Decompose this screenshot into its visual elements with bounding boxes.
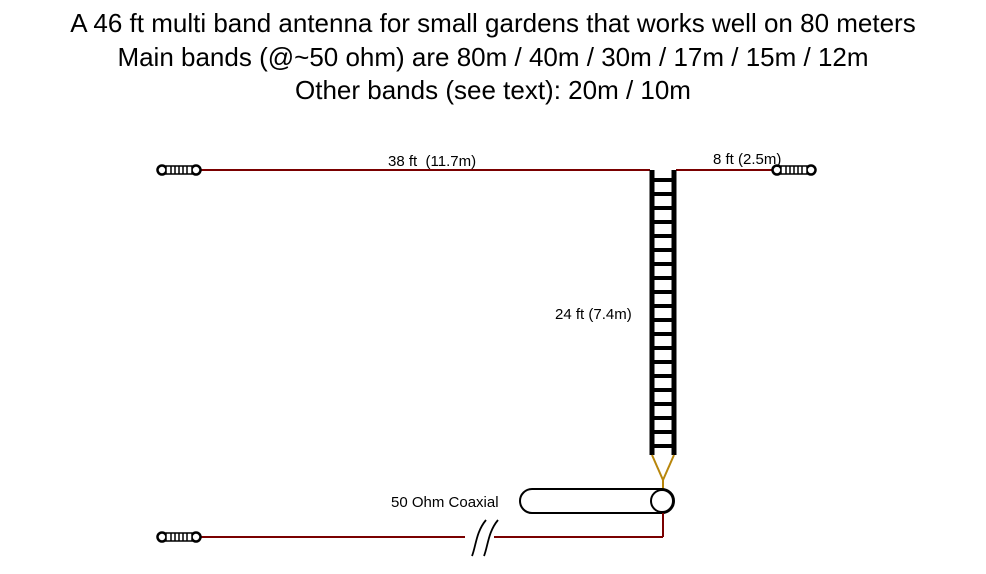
ladder-line [649,170,677,455]
bottom-insulator [156,531,202,543]
coax-cable [519,488,675,514]
left-insulator [156,164,202,176]
ladder-line-label: 24 ft (7.4m) [555,306,632,323]
wire-break-symbol [471,519,499,557]
diagram-title-line-3: Other bands (see text): 20m / 10m [295,75,691,105]
coax-label: 50 Ohm Coaxial [391,494,499,511]
left-wire-label: 38 ft (11.7m) [388,153,476,170]
diagram-title-line-1: A 46 ft multi band antenna for small gar… [70,8,916,38]
feed-wire [199,513,664,538]
diagram-title-line-2: Main bands (@~50 ohm) are 80m / 40m / 30… [117,42,869,72]
right-insulator [771,164,817,176]
right-wire-label: 8 ft (2.5m) [713,151,781,168]
